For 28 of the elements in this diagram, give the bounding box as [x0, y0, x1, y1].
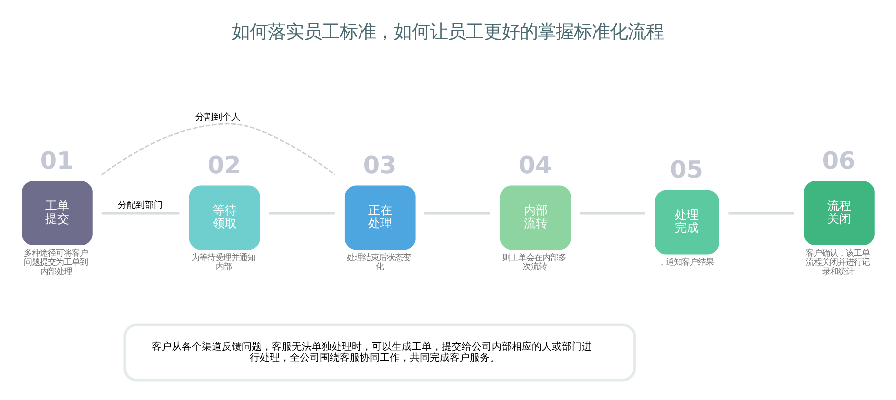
- connector: [580, 212, 646, 215]
- diagram-title: 如何落实员工标准，如何让员工更好的掌握标准化流程: [232, 22, 664, 44]
- node-box: 客户从各个渠道反馈问题，客服无法单独处理时，可以生成工单，提交给公司内部相应的人或部门进行处理，全公司围绕客服协同工作，共同完成客户服务。: [124, 324, 636, 382]
- node-label: 06: [822, 146, 856, 175]
- node-label: 03: [363, 152, 397, 180]
- connector: [269, 212, 335, 215]
- node-label: 04: [518, 152, 552, 180]
- node-box: 内部流转: [500, 186, 572, 250]
- node-label: 01: [40, 146, 74, 175]
- edge-label: 分割到个人: [196, 112, 240, 123]
- node-label: 02: [208, 152, 242, 180]
- connector: [728, 212, 794, 215]
- node-label: 则工单会在内部多次流转: [502, 252, 566, 272]
- node-label: 多种途径可将客户问题提交为工单到内部处理: [24, 248, 88, 276]
- node-box: 流程关闭: [804, 181, 875, 246]
- connector: [102, 123, 336, 176]
- connector: [102, 212, 180, 215]
- connector: [424, 212, 490, 215]
- node-label: 为等待受理并通知内部: [191, 252, 256, 272]
- node-box: 正在处理: [344, 186, 416, 250]
- node-label: ，通知客户结果: [658, 257, 714, 268]
- node-box: 工单提交: [22, 181, 93, 246]
- node-box: 等待领取: [189, 186, 260, 250]
- node-box: 处理完成: [655, 190, 720, 255]
- edge-label: 分配到部门: [118, 200, 164, 211]
- node-label: 处理结束后状态变化: [346, 252, 411, 272]
- node-label: 05: [670, 156, 704, 184]
- node-label: 客户确认，该工单流程关闭并进行记录和统计: [806, 248, 870, 276]
